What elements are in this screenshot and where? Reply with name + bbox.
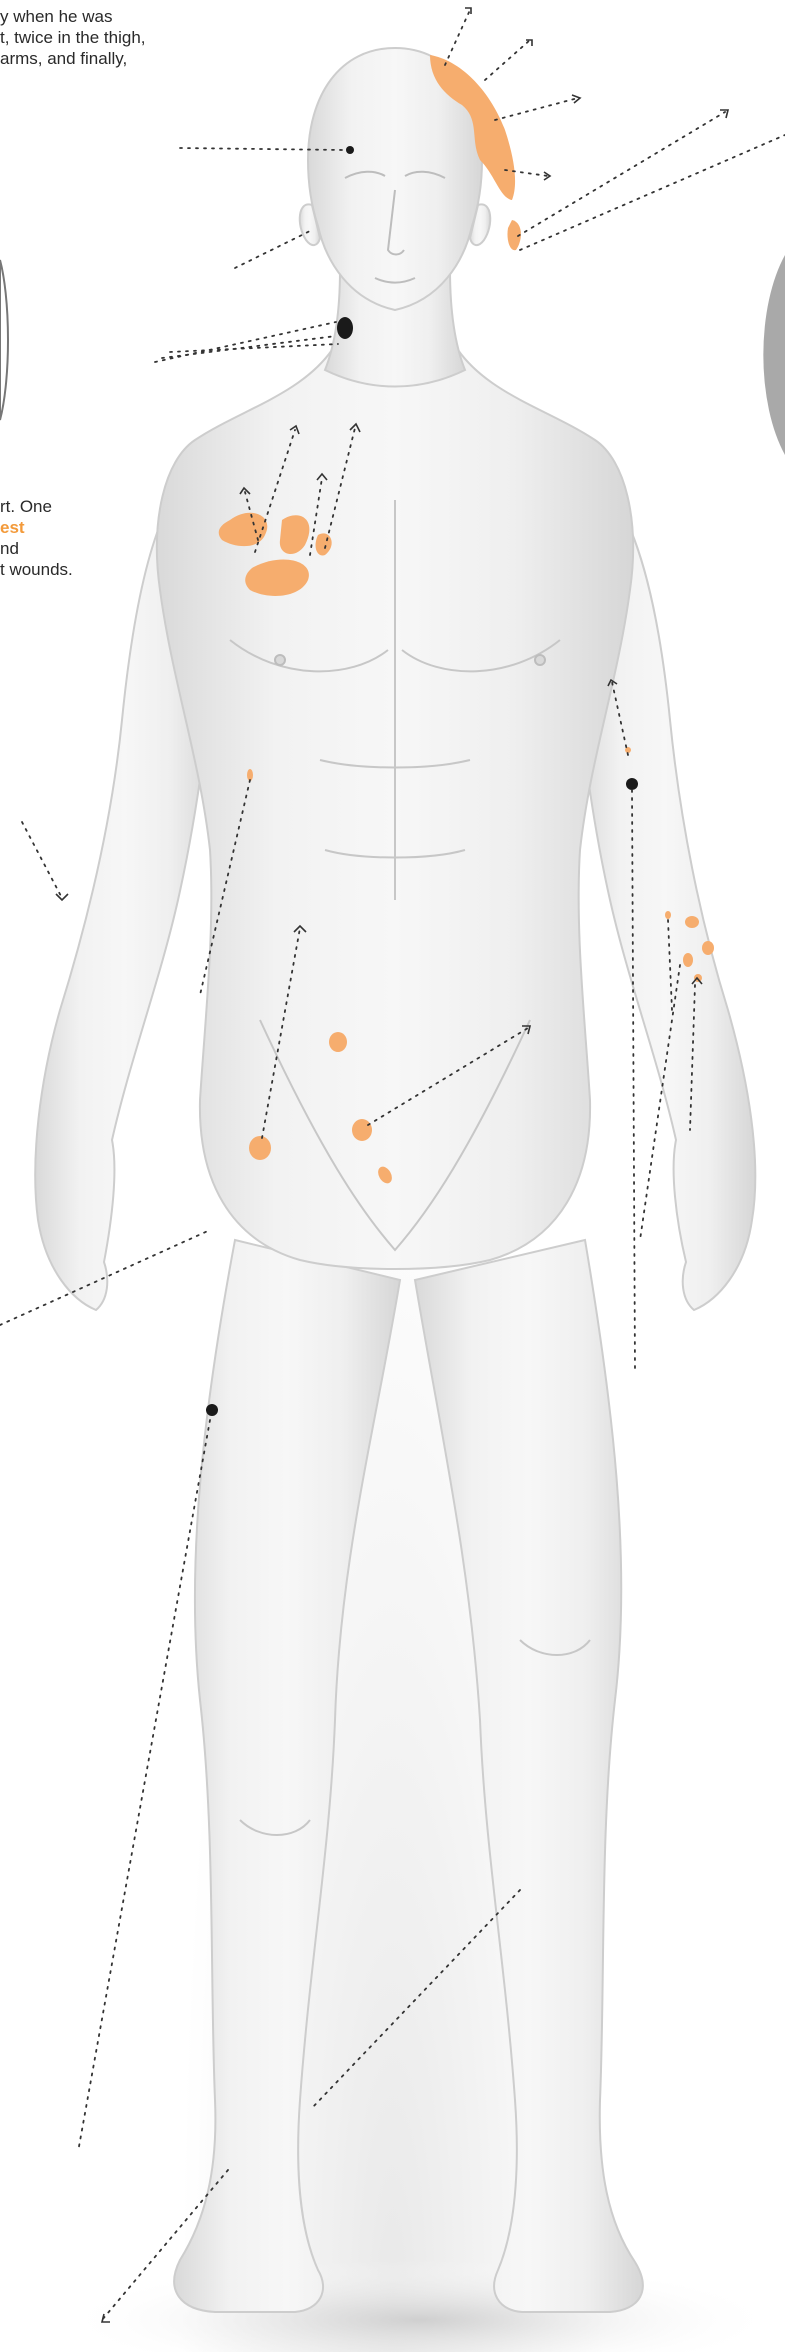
arrow-ear	[720, 110, 728, 118]
leader-jaw-1	[155, 322, 336, 362]
upper-arm-wound	[626, 778, 638, 790]
left-leg	[174, 1240, 400, 2312]
leader-jaw-2	[162, 336, 336, 358]
inset-circle-left	[0, 260, 8, 420]
jaw-wound	[337, 317, 353, 339]
groin-wound	[352, 1119, 372, 1141]
leader-jaw-3	[170, 344, 338, 352]
left-nipple	[275, 655, 285, 665]
right-leg	[415, 1240, 643, 2312]
arrow-caption-chest	[56, 894, 68, 900]
leader-caption-chest	[22, 822, 62, 898]
forearm-wound-2	[702, 941, 714, 955]
forearm-wound-1	[685, 916, 699, 928]
abdomen-wound	[329, 1032, 347, 1052]
right-nipple	[535, 655, 545, 665]
leader-temple	[235, 230, 312, 268]
floor-shadow	[60, 2260, 780, 2352]
leader-ear-2	[520, 135, 785, 250]
thigh-wound	[206, 1404, 218, 1416]
leader-thigh	[78, 1420, 210, 2152]
leader-scalp-1	[445, 10, 470, 65]
leader-knee	[312, 1890, 520, 2108]
hip-wound	[249, 1136, 271, 1160]
forehead-wound	[346, 146, 354, 154]
forearm-wound-3	[683, 953, 693, 967]
leader-scalp-2	[485, 40, 530, 80]
body	[35, 48, 755, 2312]
forearm-wound-4	[665, 911, 671, 919]
leader-ear	[518, 112, 725, 236]
leader-scalp-3	[495, 98, 578, 120]
inset-circle-right	[763, 255, 785, 455]
